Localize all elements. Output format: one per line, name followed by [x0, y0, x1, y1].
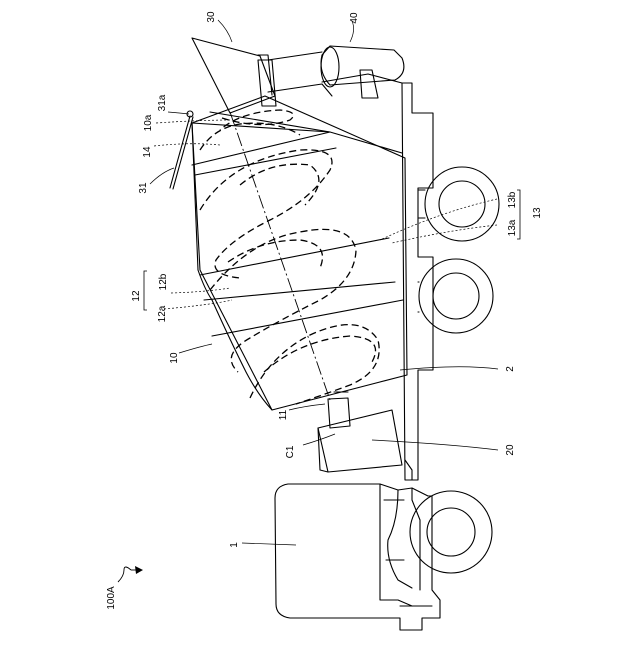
- label-13a: 13a: [507, 219, 518, 236]
- rear-wheel-1: [418, 167, 499, 241]
- label-14: 14: [142, 146, 153, 158]
- rear-wheel-2: [418, 259, 493, 333]
- drum-band-lower: [212, 300, 403, 336]
- label-C1: C1: [285, 445, 296, 458]
- label-31a: 31a: [157, 94, 168, 111]
- label-31: 31: [138, 182, 149, 194]
- arrowhead-100A: [135, 566, 143, 574]
- drive-unit: [318, 392, 402, 472]
- label-2: 2: [505, 366, 516, 372]
- front-wheel: [410, 491, 492, 573]
- water-tank: [321, 46, 404, 87]
- chute-frame: [258, 60, 402, 106]
- label-1: 1: [229, 542, 240, 548]
- label-20: 20: [505, 444, 516, 456]
- cab: [275, 484, 440, 630]
- label-100A: 100A: [106, 586, 117, 610]
- reference-labels: 30 40 31a 10a 14 31 12 12a 12b 10 11 C1 …: [106, 11, 543, 610]
- label-10: 10: [169, 352, 180, 364]
- label-12b: 12b: [158, 273, 169, 290]
- label-13b: 13b: [507, 191, 518, 208]
- label-10a: 10a: [143, 114, 154, 131]
- label-13: 13: [532, 207, 543, 219]
- label-40: 40: [349, 12, 360, 24]
- hopper: [192, 38, 322, 113]
- label-30: 30: [206, 11, 217, 23]
- label-12: 12: [131, 290, 142, 302]
- label-12a: 12a: [157, 305, 168, 322]
- drum: [192, 96, 407, 410]
- label-11: 11: [278, 409, 289, 420]
- lever: [170, 111, 193, 189]
